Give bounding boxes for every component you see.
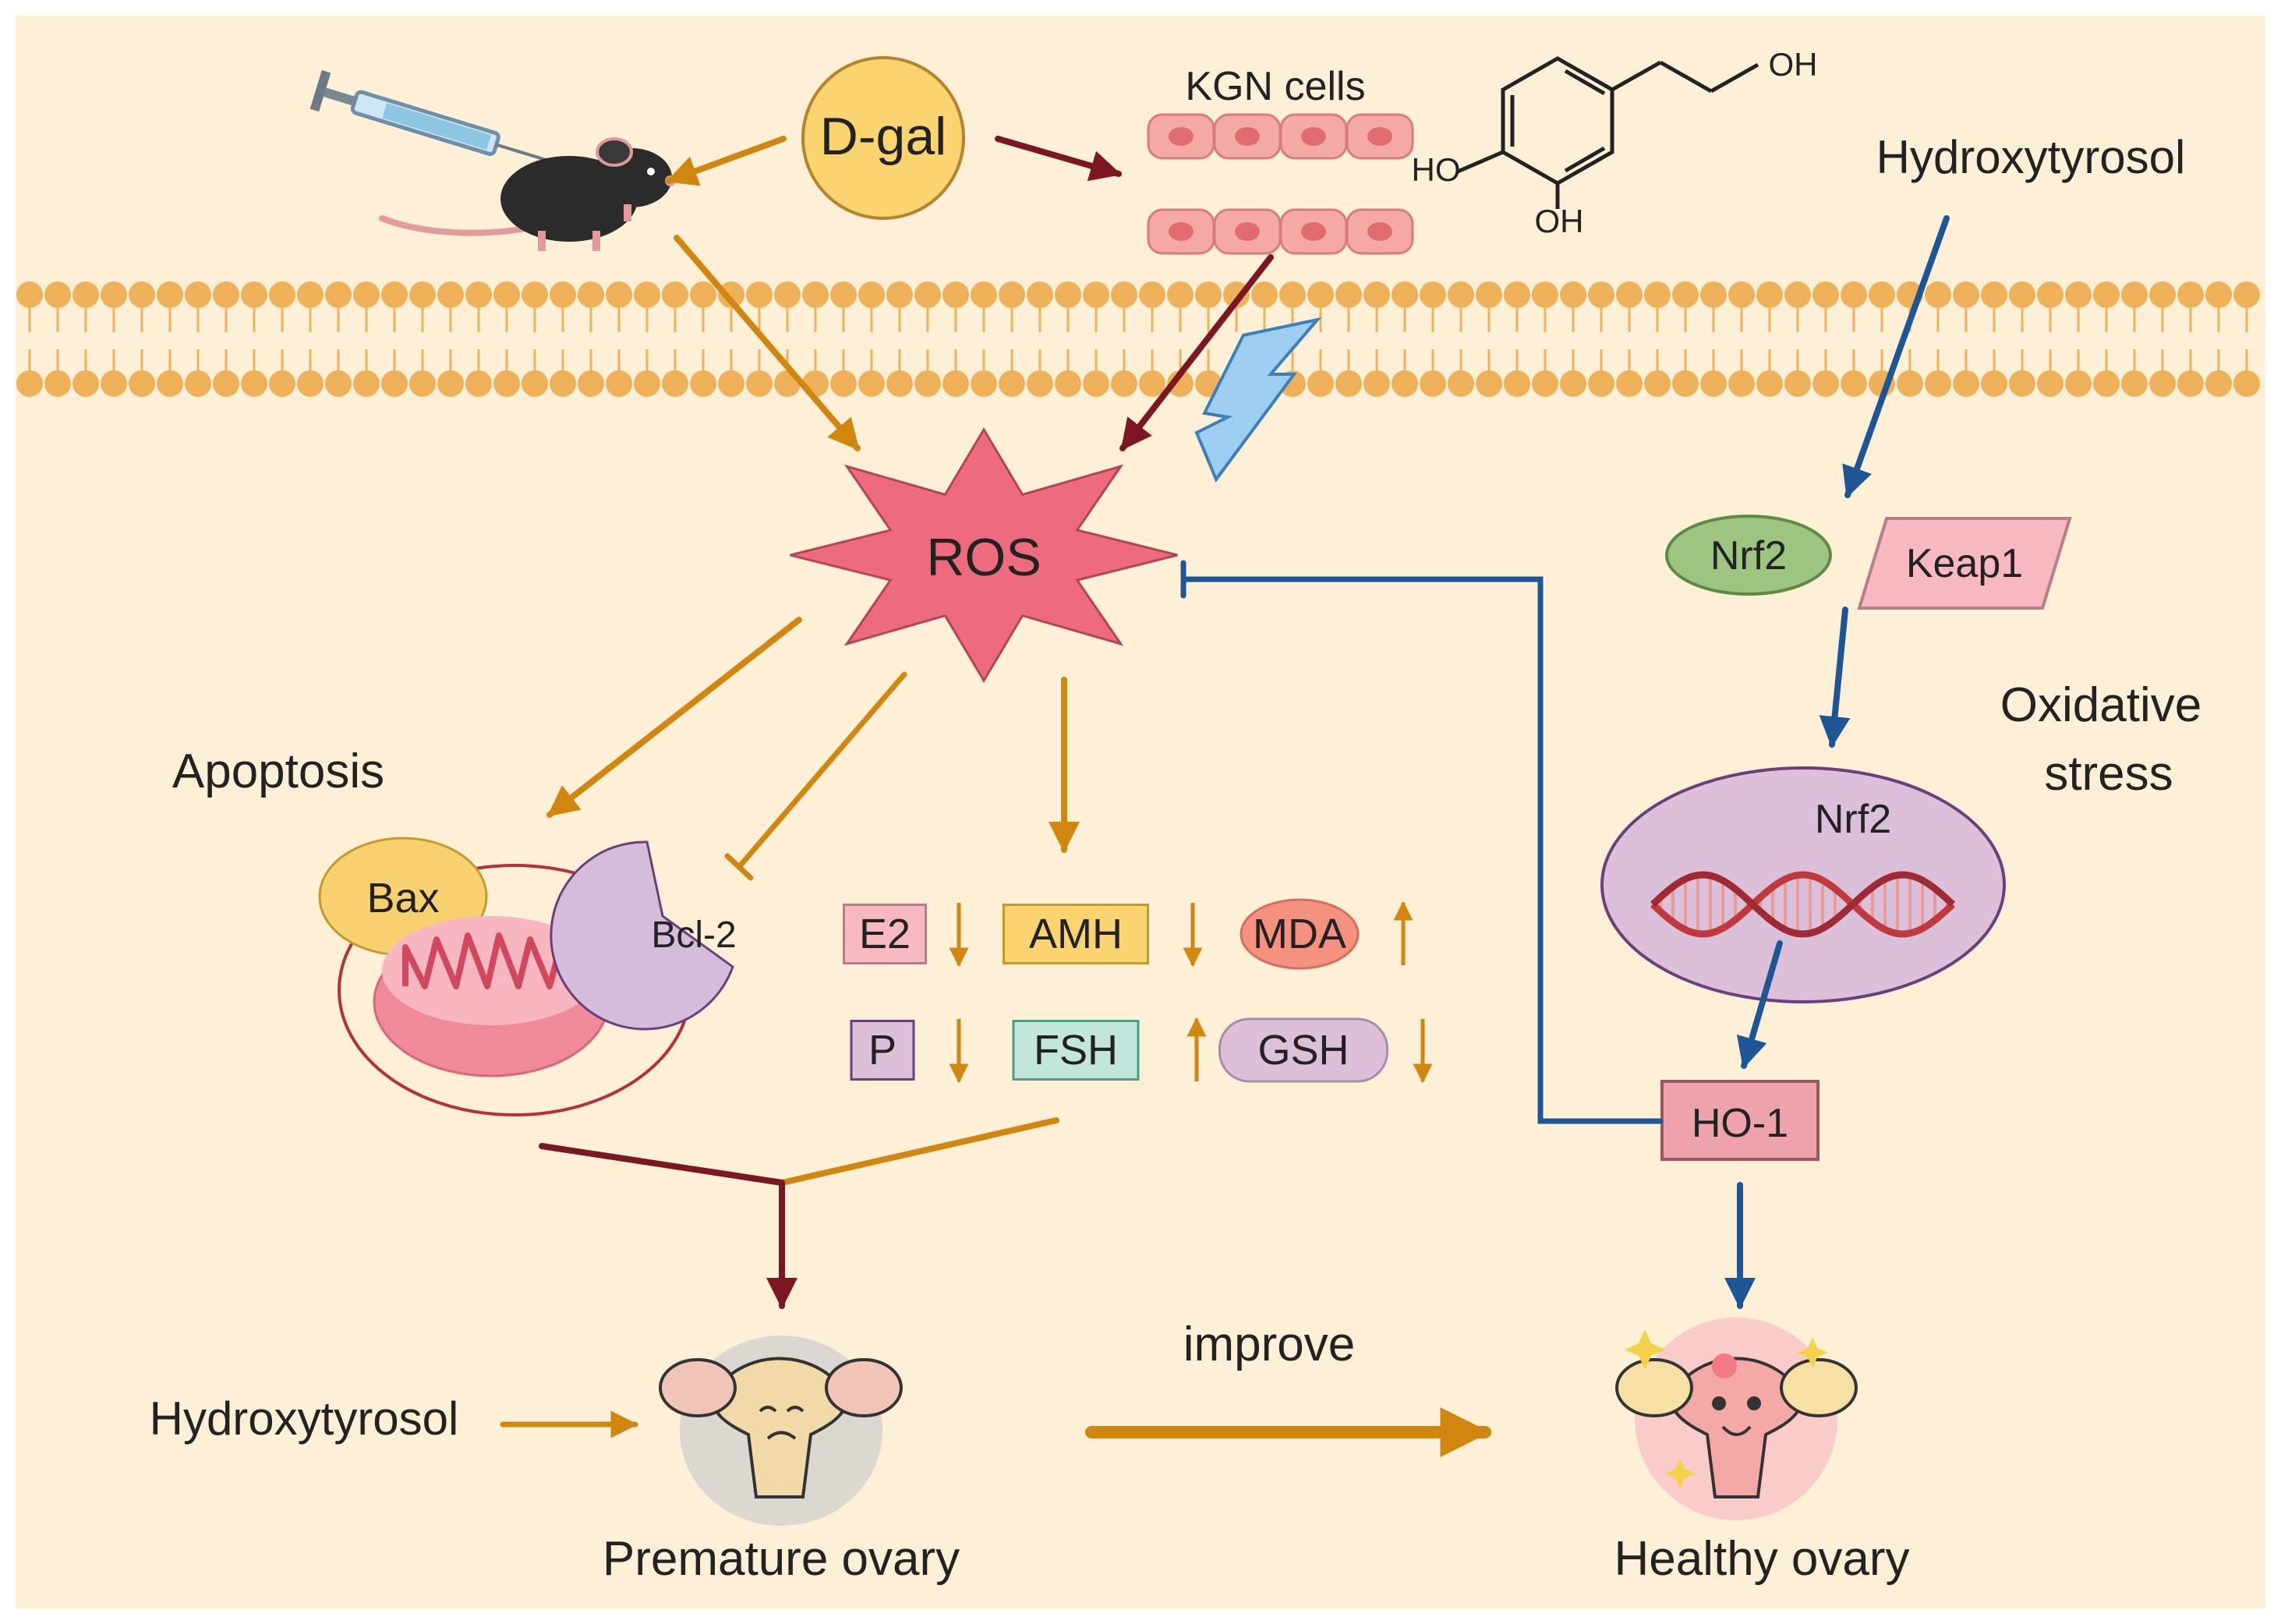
- oxidative-stress-line1: Oxidative: [2000, 678, 2201, 732]
- marker-fsh: FSH: [1012, 1017, 1207, 1081]
- apoptosis-label: Apoptosis: [172, 745, 384, 798]
- oxidative-stress-line2: stress: [2044, 747, 2173, 801]
- marker-grid: E2 AMH MDA P FSH GSH: [843, 898, 1433, 1084]
- kgn-cells-label: KGN cells: [1185, 64, 1365, 109]
- arrows: [500, 136, 1950, 1457]
- hydroxytyrosol-bottom-label: Hydroxytyrosol: [150, 1392, 459, 1445]
- marker-label: E2: [859, 911, 911, 957]
- marker-label: FSH: [1034, 1027, 1118, 1074]
- ros-label: ROS: [926, 528, 1041, 587]
- nucleus-oval: [1600, 766, 2006, 1003]
- hydroxytyrosol-top-label: Hydroxytyrosol: [1876, 131, 2186, 183]
- marker-p: P: [850, 1019, 969, 1084]
- mouse-icon: [379, 137, 676, 251]
- bcl2-label: Bcl-2: [651, 915, 736, 956]
- arrow-dna-to-ho1: [1736, 940, 1783, 1069]
- d-gal-label: D-gal: [820, 107, 947, 166]
- premature-ovary-icon: [659, 1336, 903, 1526]
- hydroxyl-oh-ring-label: OH: [1535, 203, 1584, 239]
- d-gal-node: [801, 56, 965, 220]
- marker-label: P: [868, 1027, 896, 1074]
- healthy-ovary-icon: [1615, 1318, 1858, 1520]
- arrow-kgn-to-ros: [1119, 254, 1274, 451]
- arrow-ros-to-bax: [546, 617, 802, 818]
- nrf2-nucleus-label: Nrf2: [1815, 797, 1891, 842]
- marker-label: AMH: [1029, 911, 1123, 957]
- merge-line-apoptosis: [539, 1143, 785, 1186]
- arrow-dgal-to-mouse: [666, 136, 787, 186]
- ho1-box: [1660, 1080, 1819, 1161]
- marker-e2: E2: [843, 903, 969, 968]
- marker-mda: MDA: [1240, 898, 1413, 970]
- keap1-label: Keap1: [1906, 541, 2023, 586]
- hydroxytyrosol-structure: [1457, 56, 1759, 209]
- mitochondrion-icon: [373, 916, 610, 1077]
- lightning-icon: [1194, 317, 1322, 483]
- bcl2-protein: [550, 840, 734, 1031]
- arrow-hydroxytyrosol-to-nrf2: [1842, 215, 1950, 498]
- premature-ovary-label: Premature ovary: [603, 1532, 960, 1586]
- marker-label: MDA: [1253, 911, 1346, 957]
- keap1-box: [1857, 517, 2072, 610]
- inhibit-ros-to-bcl2: [736, 671, 907, 870]
- arrow-dgal-to-kgn: [995, 136, 1122, 182]
- nrf2-oval-label: Nrf2: [1710, 533, 1787, 578]
- merge-line-markers: [779, 1117, 1059, 1186]
- improve-label: improve: [1183, 1318, 1356, 1371]
- healthy-ovary-label: Healthy ovary: [1614, 1532, 1909, 1586]
- bax-label: Bax: [366, 875, 439, 922]
- inhibit-ho1-to-ros: [1182, 576, 1664, 1124]
- arrow-keap1-to-nucleus: [1819, 607, 1851, 748]
- nrf2-oval: [1665, 515, 1832, 596]
- hydroxyl-ho-label: HO: [1412, 151, 1461, 188]
- arrow-mouse-to-ros: [674, 235, 861, 451]
- ros-star: [790, 427, 1178, 683]
- ho1-label: HO-1: [1692, 1101, 1788, 1146]
- hydroxyl-oh-side-label: OH: [1769, 46, 1818, 83]
- inhibit-bar-bcl2: [724, 853, 754, 881]
- marker-gsh: GSH: [1218, 1017, 1433, 1084]
- dna-icon: [1650, 871, 1956, 938]
- marker-label: GSH: [1257, 1027, 1349, 1074]
- kgn-cells-icon: [1147, 113, 1414, 255]
- cell-membrane: [16, 281, 2265, 397]
- marker-amh: AMH: [1003, 903, 1203, 968]
